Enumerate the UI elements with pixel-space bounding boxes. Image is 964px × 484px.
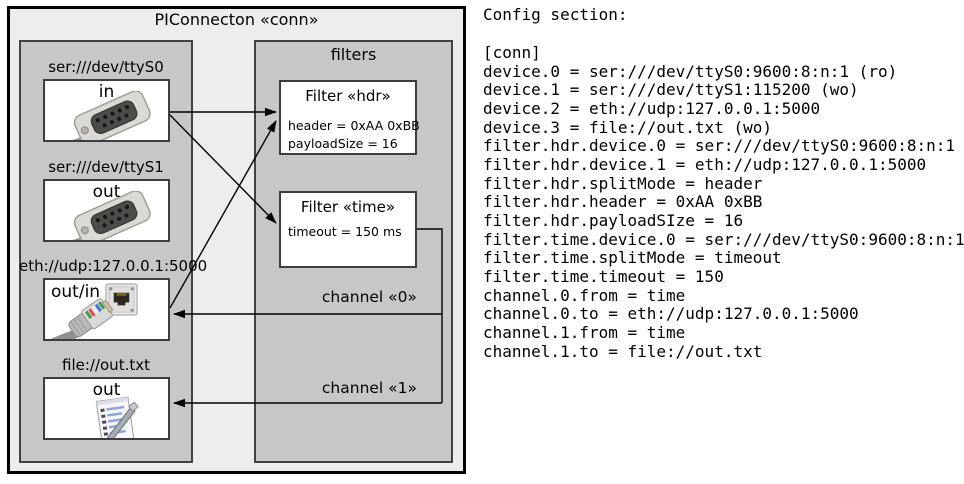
- filter-hdr-box: Filter «hdr» header = 0xAA 0xBB payloadS…: [279, 80, 420, 155]
- notepad-icon: [95, 396, 139, 438]
- serial-connector-icon: [72, 191, 151, 240]
- device-box-ttys0: in: [43, 79, 170, 142]
- config-section-text: [conn] device.0 = ser:///dev/ttyS0:9600:…: [483, 43, 964, 361]
- device-mode: out: [92, 380, 121, 400]
- filter-hdr-properties: header = 0xAA 0xBB payloadSize = 16: [288, 118, 420, 151]
- device-label-file: file://out.txt: [62, 356, 150, 374]
- device-mode: out: [92, 182, 121, 202]
- diagram-title: PIConnecton «conn»: [154, 10, 319, 29]
- device-label-ttys0: ser:///dev/ttyS0: [48, 58, 164, 76]
- device-box-file: out: [43, 377, 170, 440]
- filter-hdr-title: Filter «hdr»: [305, 87, 391, 105]
- filter-time-box: Filter «time» timeout = 150 ms: [279, 191, 417, 268]
- device-box-eth: out/in: [43, 278, 170, 341]
- serial-connector-icon: [72, 91, 151, 140]
- filters-panel-title: filters: [330, 45, 377, 64]
- channel-0-label: channel «0»: [321, 288, 417, 306]
- device-mode: in: [98, 82, 115, 102]
- channel-1-label: channel «1»: [321, 379, 417, 397]
- filter-time-properties: timeout = 150 ms: [288, 224, 402, 239]
- device-label-eth: eth://udp:127.0.0.1:5000: [19, 257, 208, 275]
- device-box-ttys1: out: [43, 179, 170, 242]
- config-section-heading: Config section:: [483, 5, 628, 24]
- device-mode: out/in: [51, 282, 101, 302]
- ethernet-plug-icon: [51, 298, 114, 339]
- filter-time-title: Filter «time»: [300, 198, 396, 216]
- device-label-ttys1: ser:///dev/ttyS1: [48, 158, 164, 176]
